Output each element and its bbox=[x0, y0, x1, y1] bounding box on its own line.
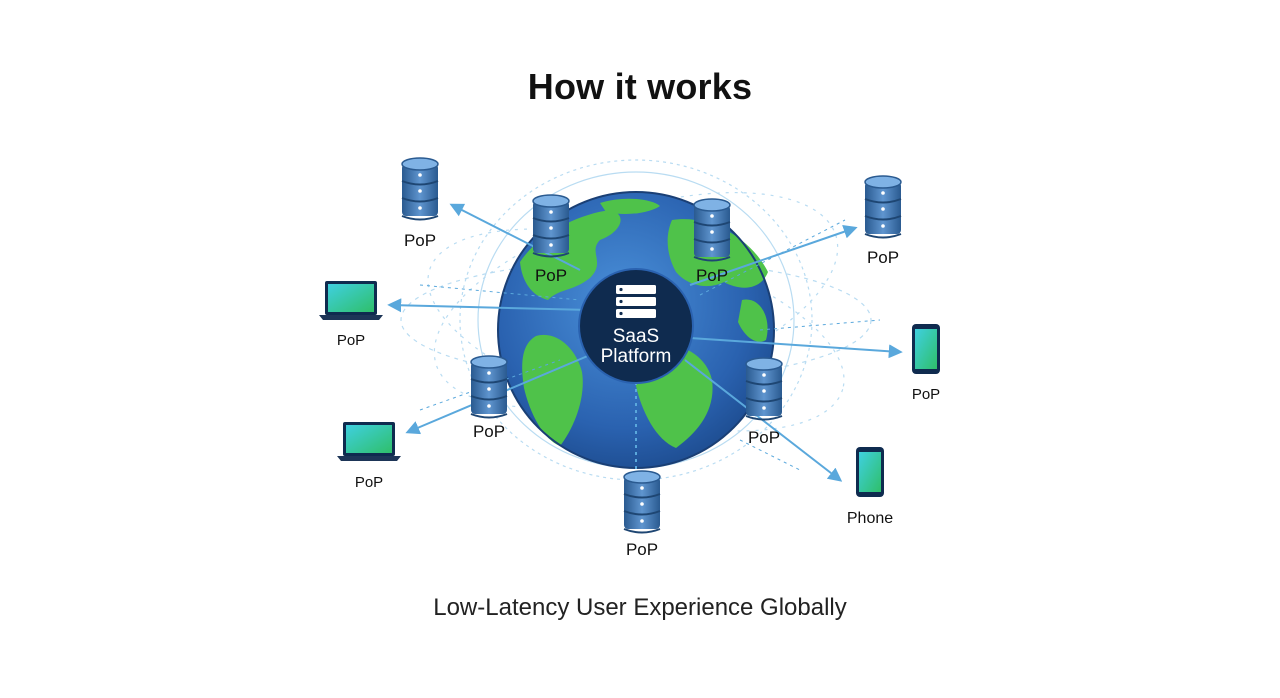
phone-icon bbox=[856, 447, 884, 497]
node-pop-top-left[interactable]: PoP bbox=[401, 157, 439, 250]
database-icon bbox=[401, 157, 439, 221]
node-label: PoP bbox=[696, 266, 728, 285]
hub-label-line2: Platform bbox=[601, 346, 672, 367]
node-label: PoP bbox=[912, 386, 940, 403]
database-icon bbox=[470, 355, 508, 419]
database-icon bbox=[745, 357, 783, 421]
node-pop-globe-upper-right[interactable]: PoP bbox=[693, 198, 731, 285]
database-icon bbox=[532, 194, 570, 258]
node-pop-bottom[interactable]: PoP bbox=[623, 470, 661, 559]
continent-greenland bbox=[600, 198, 660, 214]
node-label: PoP bbox=[626, 540, 658, 559]
phone-icon bbox=[912, 324, 940, 374]
node-laptop-lower-left[interactable]: PoP bbox=[337, 422, 401, 491]
node-label: PoP bbox=[355, 474, 383, 491]
tagline: Low-Latency User Experience Globally bbox=[433, 594, 847, 621]
node-pop-globe-upper-left[interactable]: PoP bbox=[532, 194, 570, 285]
node-pop-top-right[interactable]: PoP bbox=[864, 175, 902, 267]
node-laptop-upper-left[interactable]: PoP bbox=[319, 281, 383, 349]
node-label: PoP bbox=[404, 231, 436, 250]
connection-arrows bbox=[387, 203, 903, 482]
continent-south-america bbox=[522, 334, 583, 446]
node-label: Phone bbox=[847, 510, 893, 527]
continent-north-america bbox=[520, 210, 621, 300]
node-label: PoP bbox=[337, 332, 365, 349]
laptop-icon bbox=[337, 422, 401, 461]
node-label: PoP bbox=[535, 266, 567, 285]
laptop-icon bbox=[319, 281, 383, 320]
node-label: PoP bbox=[867, 248, 899, 267]
page-title: How it works bbox=[527, 66, 753, 107]
database-icon bbox=[623, 470, 661, 534]
node-phone-lower-right[interactable]: Phone bbox=[847, 447, 893, 527]
server-rack-icon bbox=[616, 285, 656, 318]
continent-asia-east bbox=[738, 299, 768, 342]
node-label: PoP bbox=[748, 428, 780, 447]
database-icon bbox=[864, 175, 902, 239]
hub-label-line1: SaaS bbox=[613, 326, 659, 347]
node-pop-globe-lower-left[interactable]: PoP bbox=[470, 355, 508, 441]
node-phone-right[interactable]: PoP bbox=[912, 324, 940, 403]
node-label: PoP bbox=[473, 422, 505, 441]
node-pop-globe-lower-right[interactable]: PoP bbox=[745, 357, 783, 447]
saas-platform-hub[interactable]: SaaS Platform bbox=[578, 268, 694, 384]
database-icon bbox=[693, 198, 731, 262]
